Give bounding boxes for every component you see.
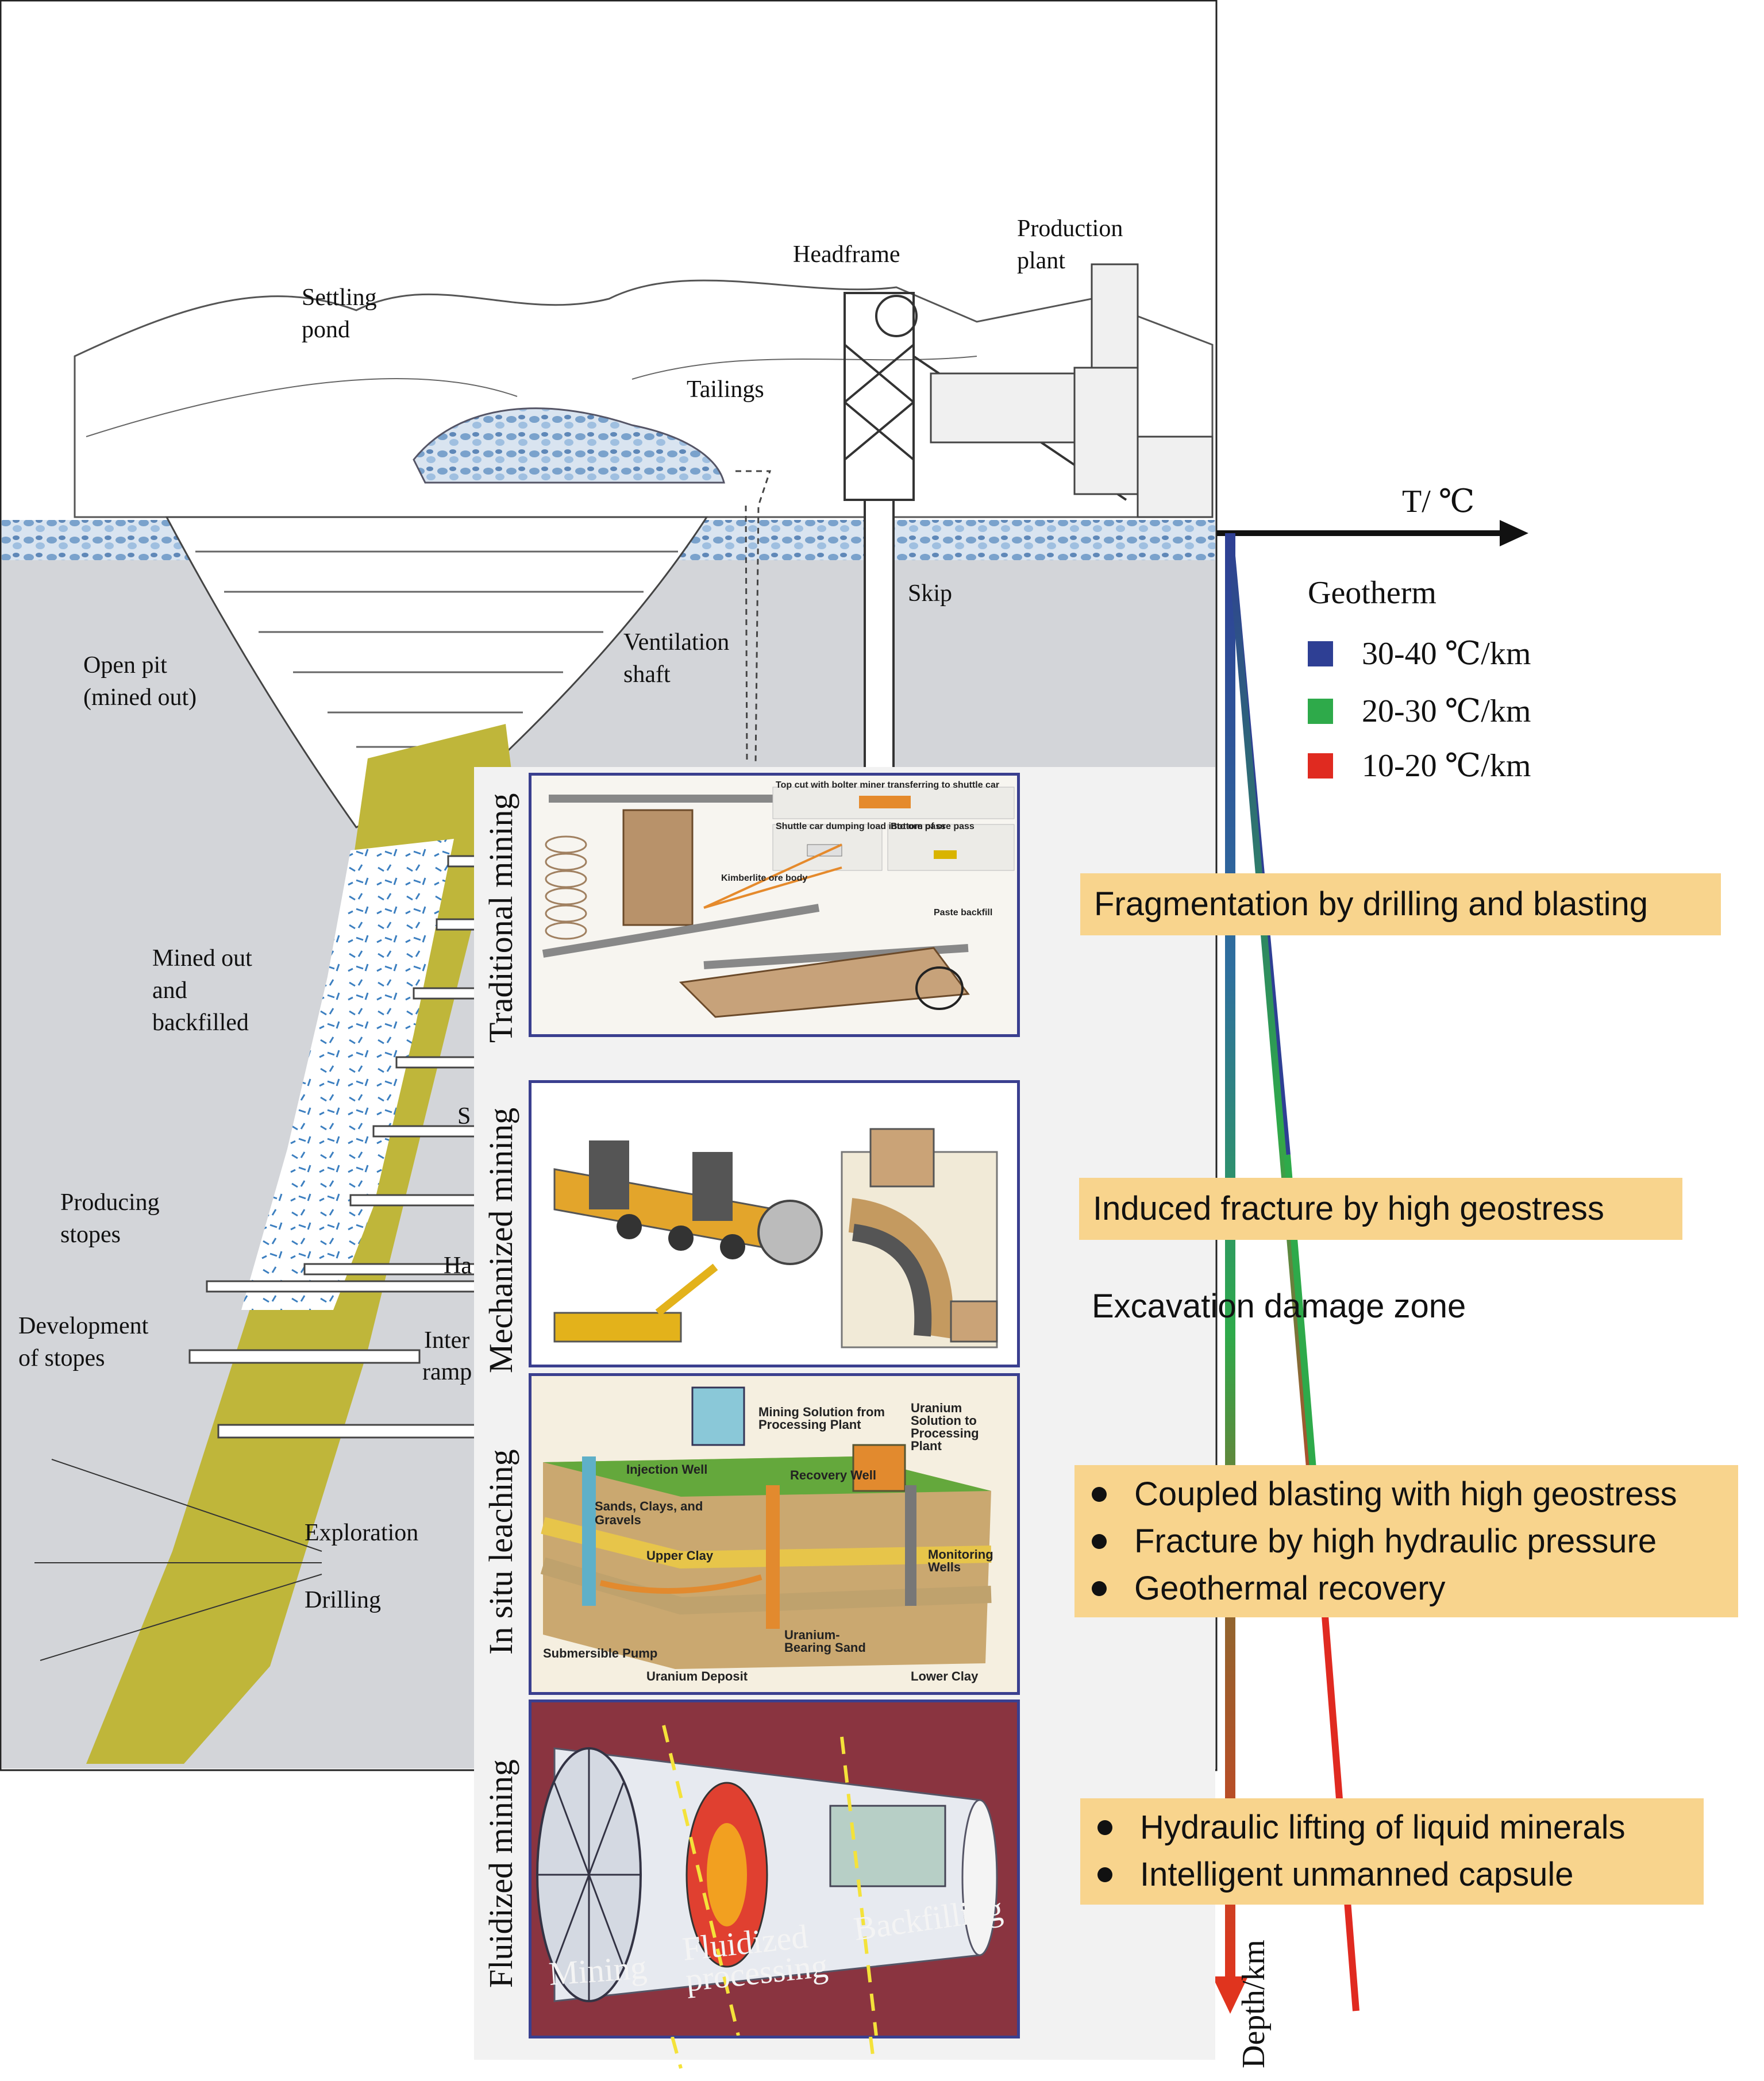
insitu-inner-7: Monitoring Wells xyxy=(928,1547,993,1574)
callout-fluidized-text-2: Intelligent unmanned capsule xyxy=(1140,1856,1574,1893)
fluidized-inner-mining: Mining xyxy=(547,1948,648,1993)
hill-lines xyxy=(86,356,977,437)
legend-label-3: 10-20 ℃/km xyxy=(1362,748,1531,784)
ventilation-shaft xyxy=(735,470,772,765)
callout-mechanized-text: Induced fracture by high geostress xyxy=(1093,1190,1604,1227)
legend-title: Geotherm xyxy=(1308,575,1436,611)
insitu-inner-3: Injection Well xyxy=(626,1462,708,1477)
open-pit-label: Open pit (mined out) xyxy=(83,652,197,711)
insitu-inner-2: Uranium Solution to Processing Plant xyxy=(911,1401,979,1453)
panel-fluidized: Mining Fluidized processing Backfilling xyxy=(529,1700,1020,2038)
callout-in-situ-item-2: Fracture by high hydraulic pressure xyxy=(1092,1518,1738,1565)
ventilation-shaft-label: Ventilation shaft xyxy=(623,629,730,688)
settling-pond-label: Settling pond xyxy=(302,284,377,343)
producing-stopes-label: Producing stopes xyxy=(60,1189,160,1248)
hills xyxy=(74,279,1214,518)
fluidized-inner-processing: Fluidized processing xyxy=(680,1917,830,1999)
tailings-heap xyxy=(413,407,725,484)
traditional-illustration xyxy=(542,787,1015,1018)
drill-lines xyxy=(34,1459,322,1661)
production-plant-label: Production plant xyxy=(1017,215,1123,274)
exploration-label: Exploration xyxy=(305,1520,419,1546)
insitu-inner-11: Lower Clay xyxy=(911,1669,979,1683)
insitu-inner-10: Uranium Deposit xyxy=(646,1669,748,1683)
partial-inter-label: Inter xyxy=(424,1327,470,1354)
drilling-label: Drilling xyxy=(305,1587,381,1613)
development-label: Development of stopes xyxy=(18,1313,149,1371)
callout-in-situ-item-1: Coupled blasting with high geostress xyxy=(1092,1471,1738,1518)
skip-label: Skip xyxy=(908,580,953,607)
panel-title-mechanized: Mechanized mining xyxy=(482,1107,519,1373)
panel-title-in-situ: In situ leaching xyxy=(482,1449,519,1655)
backfill-zone xyxy=(241,839,454,1310)
legend-item-1: 30-40 ℃/km xyxy=(1308,635,1531,672)
traditional-inner-3: Bottom of ore pass xyxy=(891,822,975,831)
legend-label-1: 30-40 ℃/km xyxy=(1362,636,1531,672)
edz-label: Excavation damage zone xyxy=(1092,1288,1466,1325)
callout-in-situ-text-3: Geothermal recovery xyxy=(1134,1570,1446,1607)
legend-item-3: 10-20 ℃/km xyxy=(1308,747,1531,784)
panel-mechanized xyxy=(529,1080,1020,1367)
in-situ-illustration xyxy=(540,1386,992,1669)
partial-s-label: S xyxy=(457,1103,471,1130)
insitu-inner-1: Mining Solution from Processing Plant xyxy=(758,1405,885,1432)
tailings-label: Tailings xyxy=(687,376,764,403)
callout-fluidized-item-2: Intelligent unmanned capsule xyxy=(1097,1851,1704,1898)
production-plant xyxy=(930,263,1214,518)
depth-axis-label: Depth/km xyxy=(1236,1940,1272,2068)
callout-in-situ-text-1: Coupled blasting with high geostress xyxy=(1134,1475,1677,1513)
fluidized-illustration xyxy=(531,1702,1017,2036)
traditional-inner-2: Shuttle car dumping load into ore pass xyxy=(776,822,946,831)
fluidized-dash-extensions xyxy=(671,2037,875,2069)
temperature-axis-label: T/ ℃ xyxy=(1402,484,1475,519)
traditional-inner-5: Paste backfill xyxy=(934,908,993,918)
callout-fluidized: Hydraulic lifting of liquid minerals Int… xyxy=(1080,1798,1704,1905)
callout-in-situ-text-2: Fracture by high hydraulic pressure xyxy=(1134,1523,1657,1560)
legend-swatch-1 xyxy=(1308,641,1333,666)
callout-mechanized: Induced fracture by high geostress xyxy=(1079,1178,1682,1240)
callout-fluidized-text-1: Hydraulic lifting of liquid minerals xyxy=(1140,1809,1626,1846)
traditional-inner-4: Kimberlite ore body xyxy=(721,873,808,883)
headframe-label: Headframe xyxy=(793,241,900,268)
callout-traditional: Fragmentation by drilling and blasting xyxy=(1080,873,1721,935)
callout-fluidized-item-1: Hydraulic lifting of liquid minerals xyxy=(1097,1804,1704,1851)
pit-benches xyxy=(195,550,678,748)
depth-axis-arrowhead xyxy=(1212,1976,1248,2014)
mechanized-illustration xyxy=(553,1128,998,1348)
mined-out-label: Mined out and backfilled xyxy=(152,945,252,1036)
partial-ramp-label: ramp xyxy=(422,1359,472,1385)
insitu-inner-6: Upper Clay xyxy=(646,1548,714,1563)
depth-axis xyxy=(1225,533,1235,1987)
mine-levels xyxy=(188,855,484,1439)
insitu-inner-8: Uranium-Bearing Sand xyxy=(784,1628,866,1655)
insitu-inner-9: Submersible Pump xyxy=(543,1646,658,1660)
legend-label-2: 20-30 ℃/km xyxy=(1362,693,1531,729)
insitu-inner-5: Sands, Clays, and Gravels xyxy=(595,1499,703,1527)
partial-ha-label: Ha xyxy=(444,1253,472,1279)
traditional-inner-1: Top cut with bolter miner transferring t… xyxy=(776,780,1000,790)
insitu-inner-4: Recovery Well xyxy=(790,1468,877,1482)
callout-in-situ-item-3: Geothermal recovery xyxy=(1092,1565,1738,1612)
callout-traditional-text: Fragmentation by drilling and blasting xyxy=(1094,885,1648,923)
panel-title-fluidized: Fluidized mining xyxy=(482,1759,519,1988)
panel-in-situ: Mining Solution from Processing Plant Ur… xyxy=(529,1373,1020,1695)
temperature-axis-arrowhead xyxy=(1500,520,1528,546)
legend-swatch-2 xyxy=(1308,698,1333,724)
legend-swatch-3 xyxy=(1308,753,1333,779)
panel-title-traditional: Traditional mining xyxy=(482,793,519,1043)
legend-item-2: 20-30 ℃/km xyxy=(1308,692,1531,730)
callout-in-situ: Coupled blasting with high geostress Fra… xyxy=(1074,1465,1738,1617)
panel-traditional: Top cut with bolter miner transferring t… xyxy=(529,773,1020,1037)
